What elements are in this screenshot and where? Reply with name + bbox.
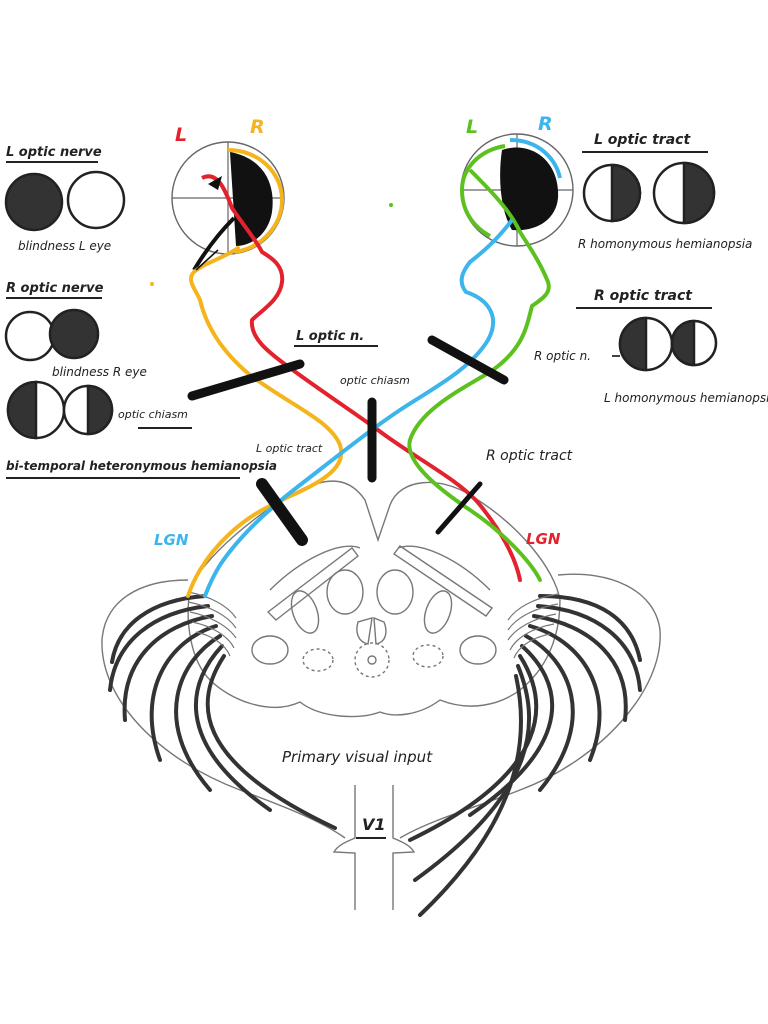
field-l-optic-nerve [4,170,126,232]
field-r-blind-right [48,308,100,360]
label-optic-chiasm: optic chiasm [340,374,410,387]
lower-right-oval [459,635,497,665]
lesion-r-optic-tract [435,481,483,535]
field-r-optic-tract [618,316,718,372]
eye-right-letter: R [250,116,265,138]
label-underlines [6,151,712,479]
blue-pathway [203,260,495,598]
eye2-right-letter: R [538,113,553,135]
lesion-l-optic-tract [256,478,308,546]
inner-upper-right [397,545,491,591]
stray-dot-yellow [150,282,154,286]
label-blindness-l-eye: blindness L eye [18,239,111,253]
label-l-optic-n: L optic n. [296,329,364,344]
brain-outline [187,480,561,718]
text-labels: L R L R L optic nerve blindness L eye R … [6,113,768,834]
left-streak [266,547,359,621]
eye-left-letter: L [175,124,187,146]
label-bitemporal: bi-temporal heteronymous hemianopsia [6,459,277,473]
inner-upper-left [269,545,361,591]
eye2-left-letter: L [466,116,478,138]
left-eye-black-mark [208,176,222,190]
fiber-pathways [186,246,551,598]
label-lgn-right: LGN [526,530,561,548]
ventricle-right [373,616,387,645]
field-l-blind-left [4,172,64,232]
label-v1: V1 [362,815,386,834]
optic-radiations-right [408,594,642,917]
yellow-pathway [186,246,344,598]
dashed-right [412,644,444,668]
stray-dot-green [389,203,393,207]
right-eye-blue-ray [468,218,514,264]
center-ring-outer [354,642,390,678]
optic-radiations-left [108,594,337,830]
left-eye-red-ray [201,174,264,253]
left-eye [171,141,285,272]
ventricle-left [356,617,373,645]
left-blob [290,590,320,634]
red-pathway [249,250,522,582]
lower-left-oval [251,635,289,665]
label-r-optic-n: R optic n. [534,349,591,363]
right-eye [459,133,574,283]
field-r-blind-left [4,310,56,362]
label-l-optic-nerve: L optic nerve [6,145,102,160]
label-l-optic-tract-top: L optic tract [594,132,691,148]
field-l-optic-tract [582,161,716,225]
center-ring-inner [367,655,377,665]
right-eye-green-arc [459,144,506,238]
midline-left [332,785,356,910]
label-r-optic-tract-top: R optic tract [594,288,693,304]
label-primary-visual-input: Primary visual input [282,748,433,766]
label-l-optic-tract-mid: L optic tract [256,442,323,455]
label-r-optic-tract-mid: R optic tract [486,448,573,464]
label-optic-chiasm-lesion: optic chiasm [118,408,188,421]
field-r-optic-nerve [4,308,100,362]
green-pathway [407,280,551,582]
center-right-oval [376,569,414,615]
midline-right [392,785,416,910]
lesion-r-optic-nerve [427,335,509,385]
lgn-left-nucleus [187,591,237,657]
cortex-shell-left [101,579,346,839]
label-r-optic-nerve: R optic nerve [6,281,104,296]
lesion-markers [187,335,509,546]
midline [332,785,416,910]
label-pointers [195,249,620,357]
right-eye-lesion-fill [500,147,559,231]
label-blindness-r-eye: blindness R eye [52,365,147,379]
right-eye-blue-arc [509,138,562,179]
center-left-oval [326,569,364,615]
right-eye-green-ray [468,168,550,283]
lgn-right-nucleus [507,593,559,659]
label-r-homonymous: R homonymous hemianopsia [578,237,752,251]
label-lgn-left: LGN [154,531,189,549]
lesion-l-optic-nerve [187,359,305,401]
label-l-homonymous: L homonymous hemianopsia [604,391,768,405]
dashed-left [302,648,334,672]
brain-section [187,480,561,718]
right-blob [423,590,453,634]
left-eye-black-ray [192,216,236,272]
field-bitemporal [6,380,114,440]
field-l-blind-right [66,170,126,230]
right-streak [392,545,494,617]
